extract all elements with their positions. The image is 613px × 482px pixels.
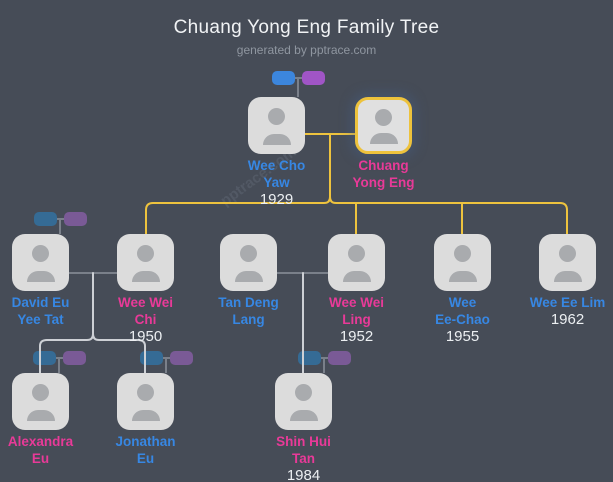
avatar-body-icon xyxy=(369,133,398,144)
birth-year: 1952 xyxy=(339,328,374,345)
collapsed-person-pill-purple-above-wee-cho-yaw[interactable] xyxy=(302,71,325,85)
avatar-head-icon xyxy=(375,109,392,126)
name-line: Ling xyxy=(342,312,371,327)
avatar-body-icon xyxy=(448,271,477,282)
name-line: Shin Hui xyxy=(276,434,331,449)
collapsed-person-pill-blue-above-alexandra-eu[interactable] xyxy=(33,351,56,365)
avatar-head-icon xyxy=(348,245,365,262)
page-subtitle: generated by pptrace.com xyxy=(236,43,377,57)
name-line: Eu xyxy=(31,451,50,466)
avatar-head-icon xyxy=(137,384,154,401)
person-card-wee-cho-yaw[interactable] xyxy=(248,97,305,154)
name-line: Wee Wei xyxy=(328,295,385,310)
name-line: Wee Cho xyxy=(247,158,306,173)
name-line: Wee Ee Lim xyxy=(529,295,606,310)
avatar-body-icon xyxy=(26,271,55,282)
avatar-head-icon xyxy=(32,384,49,401)
person-card-wee-ee-lim[interactable] xyxy=(539,234,596,291)
collapsed-person-pill-purple-above-shin-hui-tan[interactable] xyxy=(328,351,351,365)
avatar-body-icon xyxy=(131,271,160,282)
descendant-line-group xyxy=(39,272,304,374)
avatar-body-icon xyxy=(289,410,318,421)
person-card-jonathan-eu[interactable] xyxy=(117,373,174,430)
person-card-chuang-yong-eng[interactable] xyxy=(355,97,412,154)
avatar-body-icon xyxy=(26,410,55,421)
avatar-head-icon xyxy=(454,245,471,262)
avatar-body-icon xyxy=(131,410,160,421)
person-card-alexandra-eu[interactable] xyxy=(12,373,69,430)
avatar-head-icon xyxy=(137,245,154,262)
birth-year: 1962 xyxy=(550,311,585,328)
name-line: Tan Deng xyxy=(218,295,279,310)
name-line: Ee-Chao xyxy=(435,312,490,327)
avatar-head-icon xyxy=(240,245,257,262)
birth-year: 1955 xyxy=(445,328,480,345)
person-card-wee-wei-ling[interactable] xyxy=(328,234,385,291)
name-line: Eu xyxy=(136,451,155,466)
collapsed-person-pill-blue-above-wee-cho-yaw[interactable] xyxy=(272,71,295,85)
name-line: Alexandra xyxy=(7,434,74,449)
name-line: Yaw xyxy=(263,175,290,190)
avatar-head-icon xyxy=(295,384,312,401)
birth-year: 1984 xyxy=(286,467,321,482)
avatar-body-icon xyxy=(262,134,291,145)
avatar-body-icon xyxy=(553,271,582,282)
name-line: Wee xyxy=(448,295,477,310)
person-card-shin-hui-tan[interactable] xyxy=(275,373,332,430)
collapsed-person-pill-purple-above-jonathan-eu[interactable] xyxy=(170,351,193,365)
blood-line-group xyxy=(145,133,568,235)
avatar-body-icon xyxy=(342,271,371,282)
avatar-head-icon xyxy=(268,108,285,125)
collapsed-person-pill-blue-above-david-eu-yee-tat[interactable] xyxy=(34,212,57,226)
person-card-wee-ee-chao[interactable] xyxy=(434,234,491,291)
name-line: Wee Wei xyxy=(117,295,174,310)
person-card-david-eu-yee-tat[interactable] xyxy=(12,234,69,291)
name-line: Chuang xyxy=(358,158,409,173)
name-line: Yee Tat xyxy=(17,312,64,327)
page-title: Chuang Yong Eng Family Tree xyxy=(173,17,440,38)
name-line: David Eu xyxy=(11,295,70,310)
name-line: Jonathan xyxy=(115,434,176,449)
name-line: Chi xyxy=(134,312,157,327)
birth-year: 1929 xyxy=(259,191,294,208)
avatar-head-icon xyxy=(32,245,49,262)
avatar-head-icon xyxy=(559,245,576,262)
person-name-david-eu-yee-tat: David Eu Yee Tat xyxy=(0,294,106,328)
name-line: Lang xyxy=(232,312,265,327)
birth-year: 1950 xyxy=(128,328,163,345)
collapsed-person-pill-purple-above-david-eu-yee-tat[interactable] xyxy=(64,212,87,226)
person-card-wee-wei-chi[interactable] xyxy=(117,234,174,291)
name-line: Yong Eng xyxy=(352,175,415,190)
collapsed-person-pill-purple-above-alexandra-eu[interactable] xyxy=(63,351,86,365)
name-line: Tan xyxy=(292,451,315,466)
avatar-body-icon xyxy=(234,271,263,282)
person-card-tan-deng-lang[interactable] xyxy=(220,234,277,291)
